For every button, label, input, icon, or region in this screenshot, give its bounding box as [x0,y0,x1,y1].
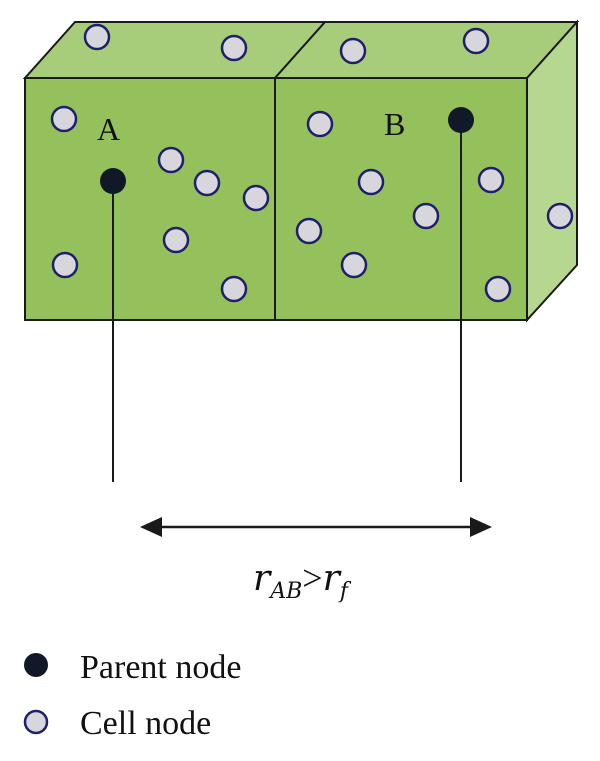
label-b: B [384,106,405,142]
cell-nodes [50,23,574,303]
cell-node [220,275,248,303]
cell-node [339,37,367,65]
cell-node [51,251,79,279]
parent-node-a [100,168,126,194]
cell-node [242,184,270,212]
arrowhead-right [470,517,492,537]
cell-node [477,166,505,194]
cell-node [193,169,221,197]
formula-r2: r [323,558,342,599]
top-face-left [22,21,328,79]
cell-node [295,217,323,245]
cell-node [162,226,190,254]
cell-node [50,105,78,133]
front-face-right [274,77,528,321]
arrowhead-left [140,517,162,537]
formula-gt: > [302,558,322,598]
parent-node-b [448,107,474,133]
legend-cell-icon [23,709,49,735]
cell-node [83,23,111,51]
legend-cell-label: Cell node [80,705,211,742]
cell-node [484,275,512,303]
cell-node [357,168,385,196]
legend-parent-label: Parent node [80,649,241,686]
formula-sub-f: f [338,579,352,604]
label-a: A [97,111,120,147]
cell-node [462,27,490,55]
cell-node [340,251,368,279]
cell-node [306,110,334,138]
distance-formula: rAB>rf [253,558,352,604]
formula-sub-ab: AB [268,579,302,604]
cell-node [157,146,185,174]
formula-r: r [253,558,272,599]
cell-node [412,202,440,230]
top-face-right [272,21,580,79]
cell-node [220,34,248,62]
cell-node [546,202,574,230]
legend-parent-icon [24,653,48,677]
